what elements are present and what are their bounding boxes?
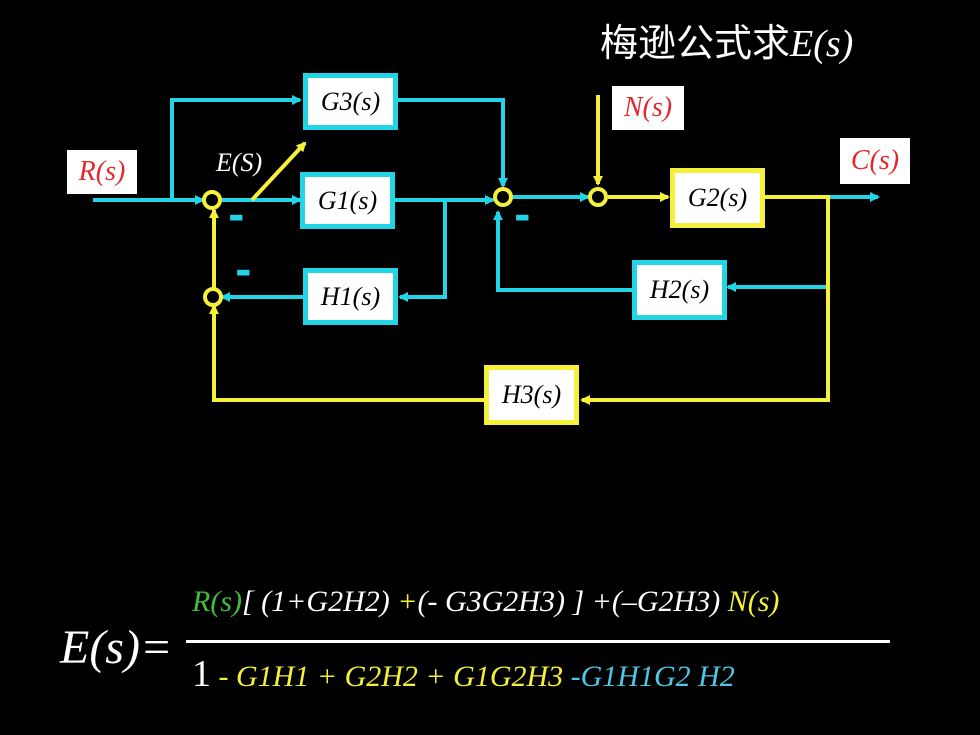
formula-lhs: E(s)=	[60, 621, 173, 674]
den-t2: + G2H2	[316, 660, 418, 693]
minus-sign-s3: -	[514, 193, 531, 239]
block-h2: H2(s)	[632, 260, 727, 320]
signal-c-label: C(s)	[840, 138, 910, 184]
minus-sign-s1-right: -	[228, 193, 245, 239]
signal-e-label: E(S)	[216, 148, 263, 177]
signal-n-label: N(s)	[612, 86, 684, 130]
num-bracket-open: [	[241, 585, 254, 618]
num-term2: (- G3G2H3)	[417, 585, 565, 618]
error-signal-pointer	[250, 141, 307, 202]
minus-sign-s1-left: -	[235, 248, 252, 294]
block-g2: G2(s)	[670, 168, 765, 228]
title-text: 梅逊公式求	[600, 21, 791, 65]
wire-h2-out	[493, 210, 632, 292]
fraction-bar	[186, 640, 890, 643]
den-t1: - G1H1	[218, 660, 310, 693]
summing-junction-4	[588, 187, 608, 207]
wire-to-h3	[580, 195, 830, 405]
num-plus1: +	[397, 585, 418, 618]
wire-to-g3	[170, 95, 302, 200]
block-h1: H1(s)	[303, 268, 398, 325]
summing-junction-2	[203, 287, 223, 307]
block-h3: H3(s)	[484, 365, 579, 425]
num-r-term: R(s)	[192, 585, 242, 618]
wire-g3-out	[398, 98, 508, 188]
den-t3: + G1G2H3	[425, 660, 564, 693]
den-one: 1	[192, 653, 211, 695]
block-g1: G1(s)	[300, 172, 395, 229]
den-t4: -G1H1G2 H2	[570, 660, 735, 693]
num-term1: (1+G2H2)	[261, 585, 390, 618]
formula-numerator: R(s)[ (1+G2H2) +(- G3G2H3) ] +(–G2H3) N(…	[192, 585, 779, 619]
num-bracket-close: ]	[572, 585, 585, 618]
num-plus2: +	[591, 585, 612, 618]
page-title: 梅逊公式求E(s)	[600, 12, 853, 67]
num-n-term: N(s)	[727, 585, 780, 618]
summing-junction-1	[202, 190, 222, 210]
wire-h3-out	[209, 304, 484, 402]
formula-denominator: 1 - G1H1 + G2H2 + G1G2H3 -G1H1G2 H2	[192, 652, 735, 696]
wire-to-h1	[398, 200, 447, 302]
title-math: E(s)	[790, 23, 854, 65]
summing-junction-3	[493, 187, 513, 207]
num-term3: (–G2H3)	[611, 585, 721, 618]
block-g3: G3(s)	[303, 73, 398, 130]
signal-r-label: R(s)	[67, 150, 137, 194]
